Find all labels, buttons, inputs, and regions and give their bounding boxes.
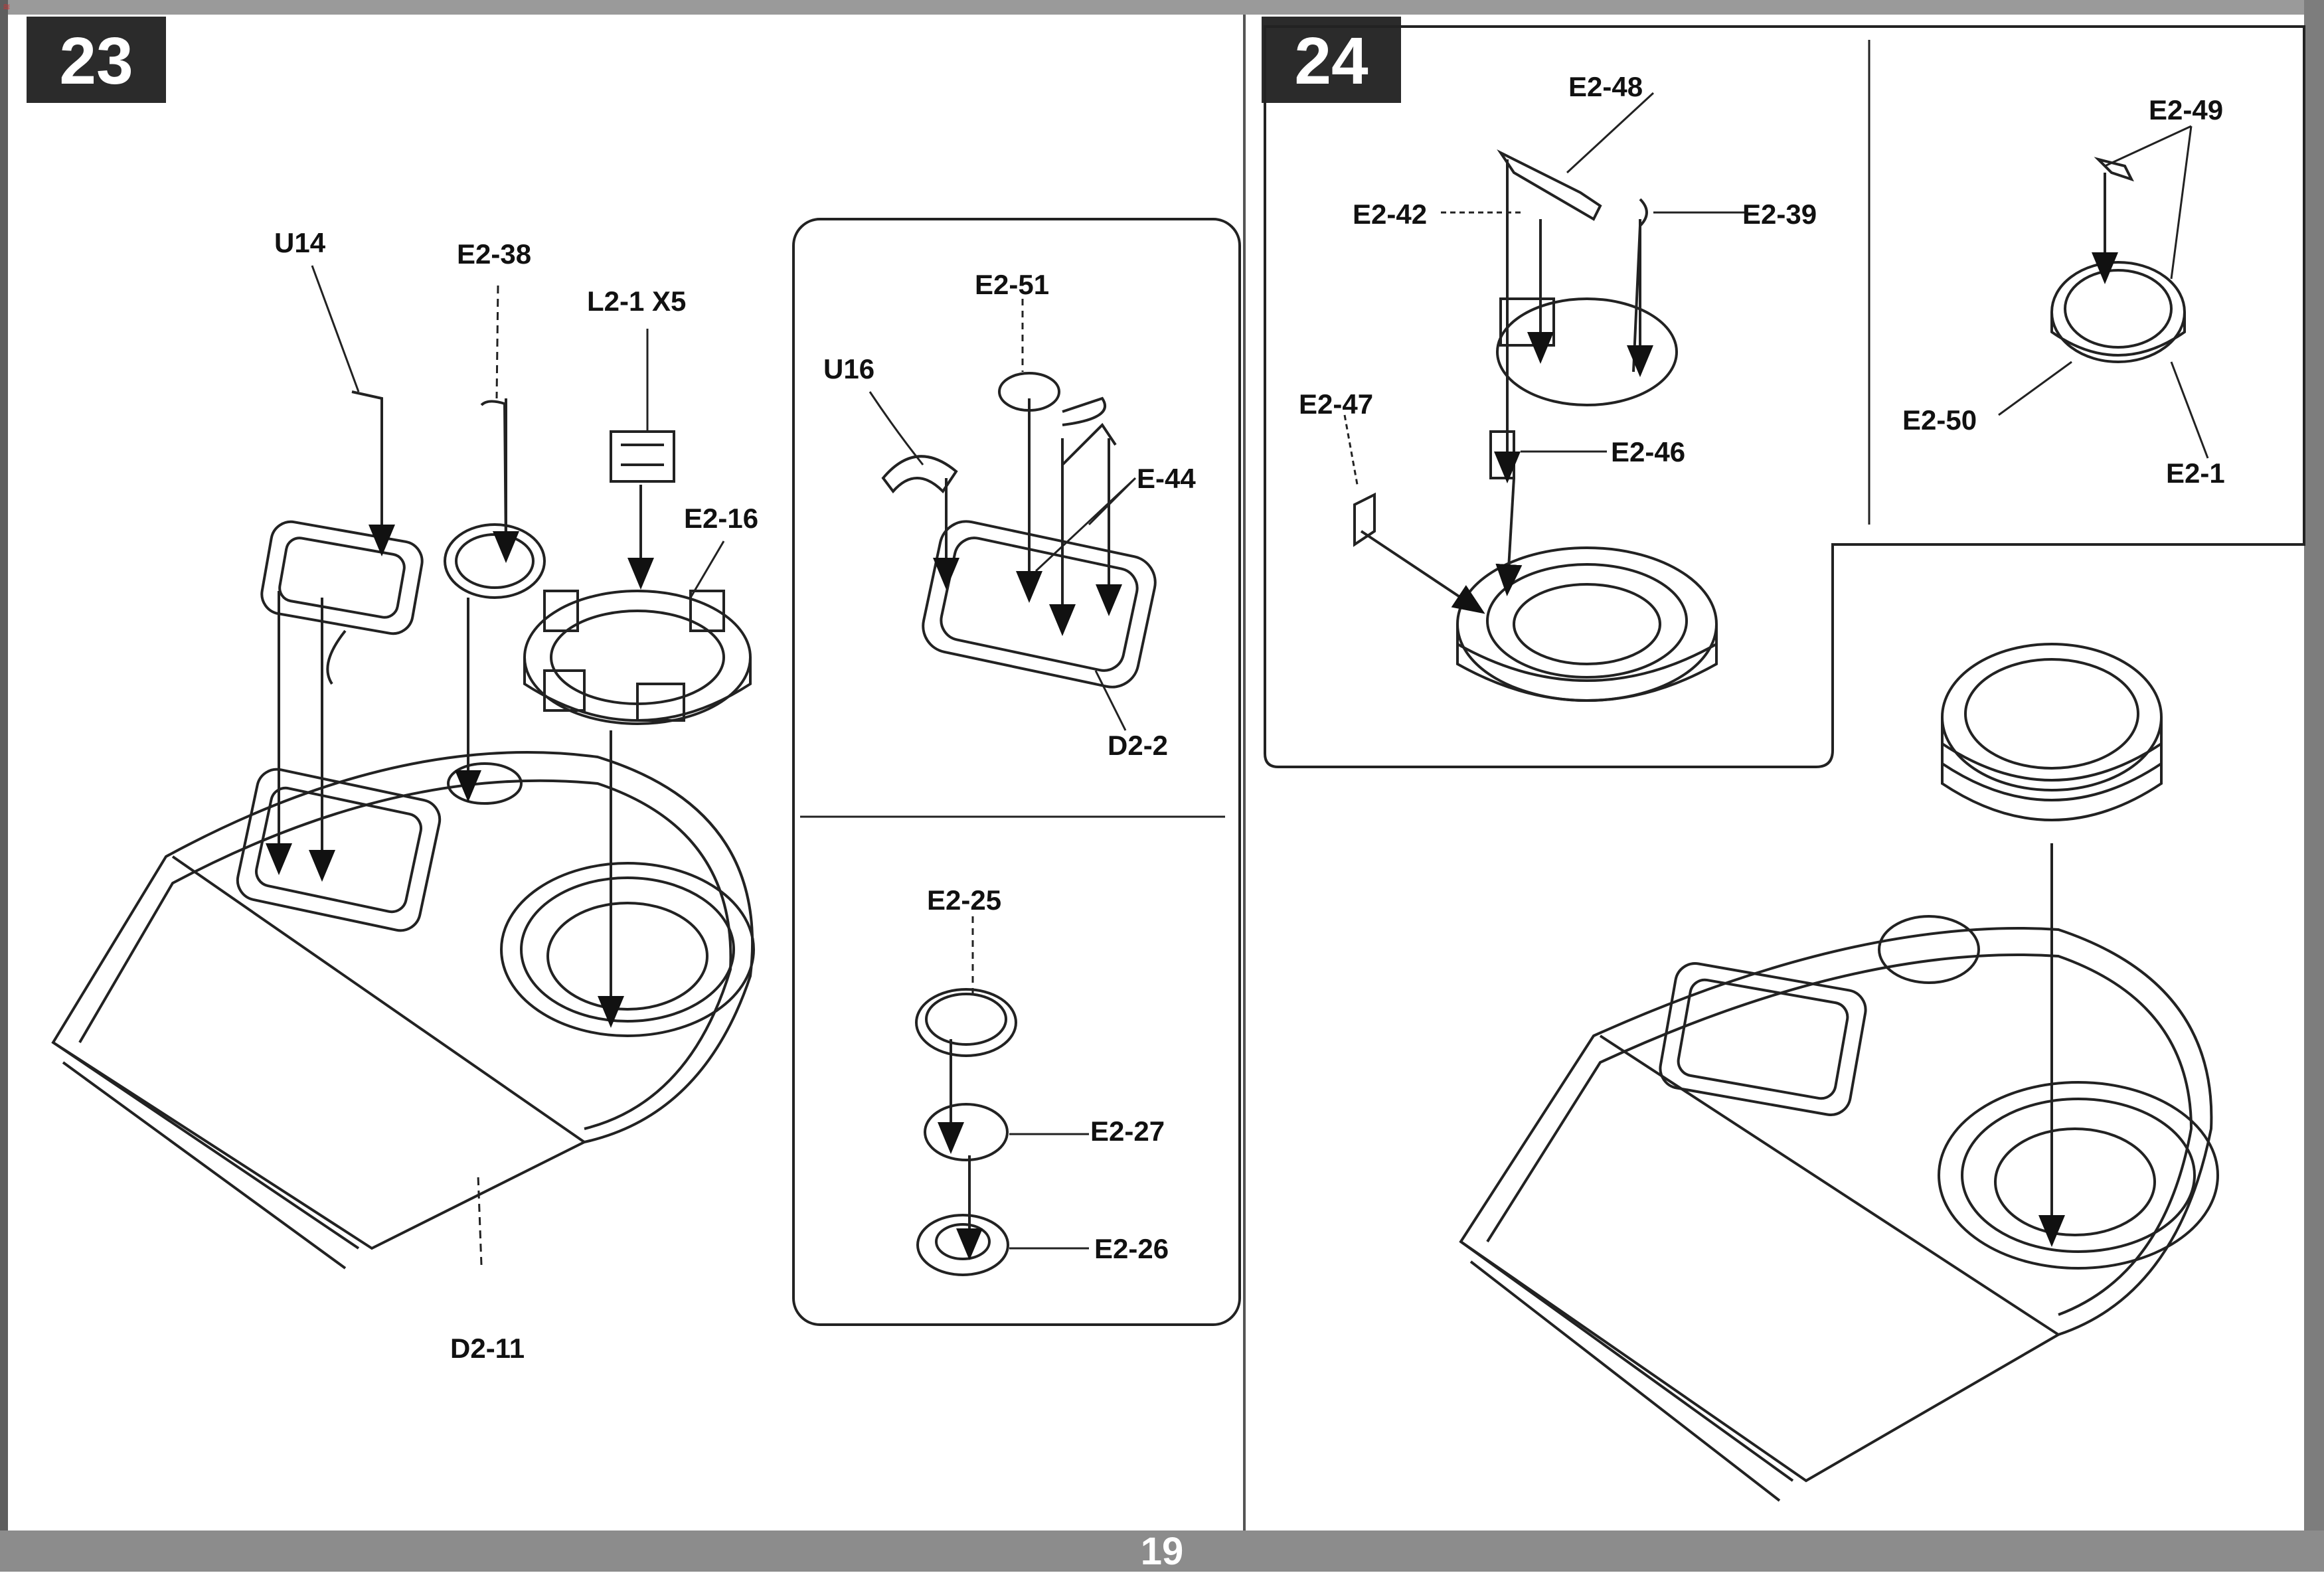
- part-cupola-assembly: [1353, 149, 1718, 702]
- label-e2-27: E2-27: [1090, 1116, 1165, 1147]
- label-e2-50: E2-50: [1902, 404, 1977, 436]
- step-24-number: 24: [1262, 17, 1401, 103]
- part-e2-38-hatch: [444, 400, 546, 599]
- part-l2-1-bracket: [610, 430, 675, 483]
- page-number: 19: [1140, 1530, 1184, 1573]
- label-e2-39: E2-39: [1742, 199, 1817, 230]
- label-d2-11: D2-11: [450, 1333, 525, 1364]
- part-d2-2-hatch: [881, 372, 1157, 689]
- label-e2-26: E2-26: [1094, 1233, 1169, 1264]
- label-e-44: E-44: [1137, 463, 1196, 494]
- label-l2-1: L2-1 X5: [587, 286, 687, 317]
- label-e2-38: E2-38: [457, 238, 532, 270]
- label-e2-47: E2-47: [1299, 388, 1374, 420]
- inset-box-step-23: [792, 218, 1241, 1326]
- label-u14: U14: [274, 227, 326, 258]
- left-page-edge: [0, 0, 8, 1572]
- label-u16: U16: [823, 353, 875, 384]
- label-e2-46: E2-46: [1611, 436, 1686, 467]
- inset-box-step-24: [1264, 25, 2305, 768]
- brand-logo-icon: ≋: [3, 1, 11, 12]
- label-e2-25: E2-25: [927, 884, 1002, 916]
- part-u14-hatch: [260, 390, 424, 685]
- right-page-edge: [2304, 0, 2324, 1572]
- footer-strip: [0, 1531, 2324, 1572]
- label-e2-49: E2-49: [2149, 94, 2224, 125]
- center-spine: [1243, 15, 1246, 1531]
- top-strip: [0, 0, 2324, 15]
- part-e2-1-ring: [2050, 157, 2186, 363]
- label-e2-42: E2-42: [1353, 199, 1428, 230]
- label-e2-51: E2-51: [975, 269, 1050, 300]
- part-e2-25-stack: [915, 988, 1017, 1276]
- label-e2-16: E2-16: [684, 503, 759, 534]
- label-e2-1: E2-1: [2166, 457, 2225, 489]
- step-23-number: 23: [27, 17, 166, 103]
- turret-top-d2-11: [51, 751, 755, 1270]
- label-d2-2: D2-2: [1108, 730, 1169, 761]
- label-e2-48: E2-48: [1568, 71, 1643, 102]
- part-e2-16-ring: [523, 590, 752, 725]
- turret-assembly-step-24: [1459, 643, 2219, 1502]
